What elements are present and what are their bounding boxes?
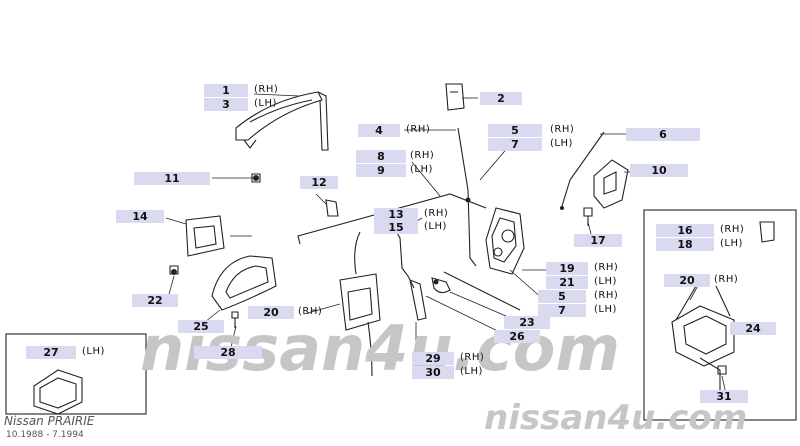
callout-23: 23 bbox=[504, 316, 550, 329]
side-lh: (LH) bbox=[254, 98, 277, 109]
side-rh: (RH) bbox=[298, 306, 323, 317]
side-rh: (RH) bbox=[714, 274, 739, 285]
rod-6-drawing bbox=[561, 131, 605, 207]
side-lh: (LH) bbox=[460, 366, 483, 377]
side-lh: (LH) bbox=[594, 304, 617, 315]
callout-17: 17 bbox=[574, 234, 622, 247]
actuator-27-drawing bbox=[33, 369, 83, 415]
callout-4: 4 bbox=[358, 124, 400, 137]
callout-21: 21 bbox=[546, 276, 588, 289]
inset-box-left bbox=[5, 333, 147, 415]
actuator-20-drawing bbox=[339, 231, 381, 377]
knob-16-drawing bbox=[759, 221, 775, 243]
callout-5: 5 bbox=[488, 124, 542, 137]
knob-12-drawing bbox=[325, 199, 339, 217]
side-rh: (RH) bbox=[410, 150, 435, 161]
side-rh: (RH) bbox=[254, 84, 279, 95]
watermark-bottom: nissan4u.com bbox=[484, 398, 748, 438]
callout-20: 20 bbox=[248, 306, 294, 319]
inset-box-right bbox=[643, 209, 797, 421]
vehicle-years: 10.1988 - 7.1994 bbox=[6, 430, 84, 440]
callout-27: 27 bbox=[26, 346, 76, 359]
rod-13-15-drawing bbox=[393, 227, 415, 289]
callout-7: 7 bbox=[538, 304, 586, 317]
side-rh: (RH) bbox=[550, 124, 575, 135]
callout-19: 19 bbox=[546, 262, 588, 275]
callout-28: 28 bbox=[194, 346, 262, 359]
side-lh: (LH) bbox=[410, 164, 433, 175]
callout-30: 30 bbox=[412, 366, 454, 379]
side-lh: (LH) bbox=[550, 138, 573, 149]
callout-24: 24 bbox=[730, 322, 776, 335]
screws-drawing bbox=[169, 173, 727, 375]
callout-18: 18 bbox=[656, 238, 714, 251]
callout-12: 12 bbox=[300, 176, 338, 189]
callout-2: 2 bbox=[480, 92, 522, 105]
callout-29: 29 bbox=[412, 352, 454, 365]
callout-11: 11 bbox=[134, 172, 210, 185]
side-lh: (LH) bbox=[594, 276, 617, 287]
callout-20-inset: 20 bbox=[664, 274, 710, 287]
callout-10: 10 bbox=[630, 164, 688, 177]
bracket-2-drawing bbox=[445, 83, 465, 111]
outside-handle-drawing bbox=[235, 91, 329, 151]
callout-16: 16 bbox=[656, 224, 714, 237]
side-lh: (LH) bbox=[424, 221, 447, 232]
side-lh: (LH) bbox=[720, 238, 743, 249]
actuator-inset-drawing bbox=[671, 305, 735, 367]
callout-3: 3 bbox=[204, 98, 248, 111]
callout-15: 15 bbox=[374, 221, 418, 234]
side-rh: (RH) bbox=[424, 208, 449, 219]
door-lock-assembly-drawing bbox=[485, 207, 525, 275]
link-29-30-drawing bbox=[409, 279, 427, 321]
clip-23-drawing bbox=[431, 271, 521, 311]
escutcheon-14-drawing bbox=[185, 215, 225, 257]
side-rh: (RH) bbox=[594, 290, 619, 301]
callout-6: 6 bbox=[626, 128, 700, 141]
callout-22: 22 bbox=[132, 294, 178, 307]
callout-8: 8 bbox=[356, 150, 406, 163]
striker-10-drawing bbox=[593, 159, 629, 209]
side-lh: (LH) bbox=[82, 346, 105, 357]
callout-25: 25 bbox=[178, 320, 224, 333]
inside-handle-25-drawing bbox=[211, 255, 277, 311]
side-rh: (RH) bbox=[406, 124, 431, 135]
callout-1: 1 bbox=[204, 84, 248, 97]
rod-4-drawing bbox=[457, 127, 477, 267]
callout-5: 5 bbox=[538, 290, 586, 303]
callout-14: 14 bbox=[116, 210, 164, 223]
side-rh: (RH) bbox=[720, 224, 745, 235]
callout-31: 31 bbox=[700, 390, 748, 403]
callout-26: 26 bbox=[494, 330, 540, 343]
side-rh: (RH) bbox=[594, 262, 619, 273]
callout-7: 7 bbox=[488, 138, 542, 151]
callout-13: 13 bbox=[374, 208, 418, 221]
side-rh: (RH) bbox=[460, 352, 485, 363]
vehicle-model: Nissan PRAIRIE bbox=[4, 414, 95, 428]
callout-9: 9 bbox=[356, 164, 406, 177]
